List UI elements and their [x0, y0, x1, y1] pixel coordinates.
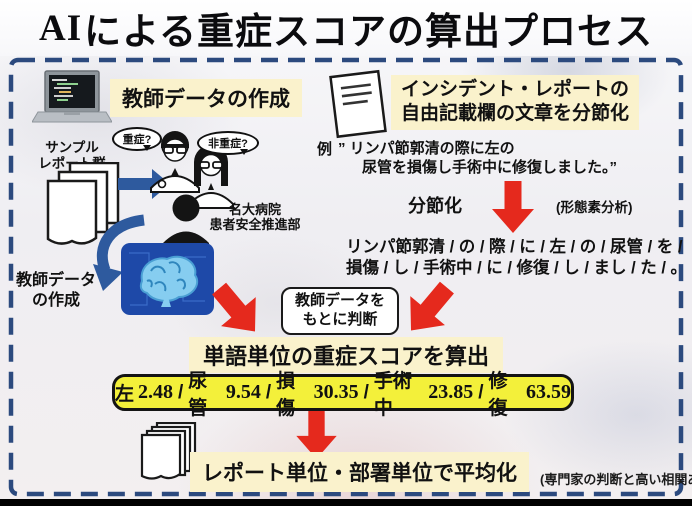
example-line2: 尿管を損傷し手術中に修復しました。” — [362, 159, 618, 176]
document-icon — [328, 69, 387, 139]
teacher-creation-label: 教師データ の作成 — [15, 272, 96, 309]
doctors-icon — [148, 128, 300, 246]
red-arrow-brain-icon — [200, 272, 274, 347]
incident-heading: インシデント・レポートの 自由記載欄の文章を分節化 — [391, 75, 640, 130]
correlation-note: (専門家の判断と高い相関あり) — [540, 472, 692, 487]
report-stack-icon — [46, 162, 124, 248]
bubble-severe: 重症? — [112, 127, 162, 151]
segmented-text: リンパ節郭清 / の / 際 / に / 左 / の / 尿管 / を / 損傷… — [346, 238, 688, 277]
morphology-note: (形態素分析) — [556, 200, 633, 215]
score-heading: 単語単位の重症スコアを算出 — [188, 337, 504, 373]
example-prefix: 例 — [317, 141, 333, 158]
ai-brain-icon — [121, 243, 214, 315]
dashed-frame — [8, 57, 684, 497]
red-arrow-down-icon — [490, 181, 536, 233]
laptop-icon — [32, 70, 112, 132]
teacher-data-heading: 教師データの作成 — [110, 79, 302, 117]
segmentation-step-label: 分節化 — [408, 196, 462, 216]
red-arrow-segment-icon — [392, 271, 466, 346]
curved-arrow-icon — [90, 212, 152, 296]
bottom-bar — [0, 499, 692, 506]
averaging-heading: レポート単位・部署単位で平均化 — [190, 452, 529, 492]
example-line1: ” リンパ節郭清の際に左の — [338, 140, 515, 157]
title-latin: AI — [38, 7, 83, 49]
hospital-label: 名大病院 患者安全推進部 — [209, 202, 301, 233]
report-stack-bottom-icon — [140, 422, 198, 482]
judge-note-box: 教師データを もとに判断 — [281, 287, 400, 335]
title-text: による重症スコアの算出プロセス — [84, 11, 653, 52]
bubble-nonsevere: 非重症? — [197, 131, 259, 155]
red-arrow-down2-icon — [294, 409, 339, 459]
